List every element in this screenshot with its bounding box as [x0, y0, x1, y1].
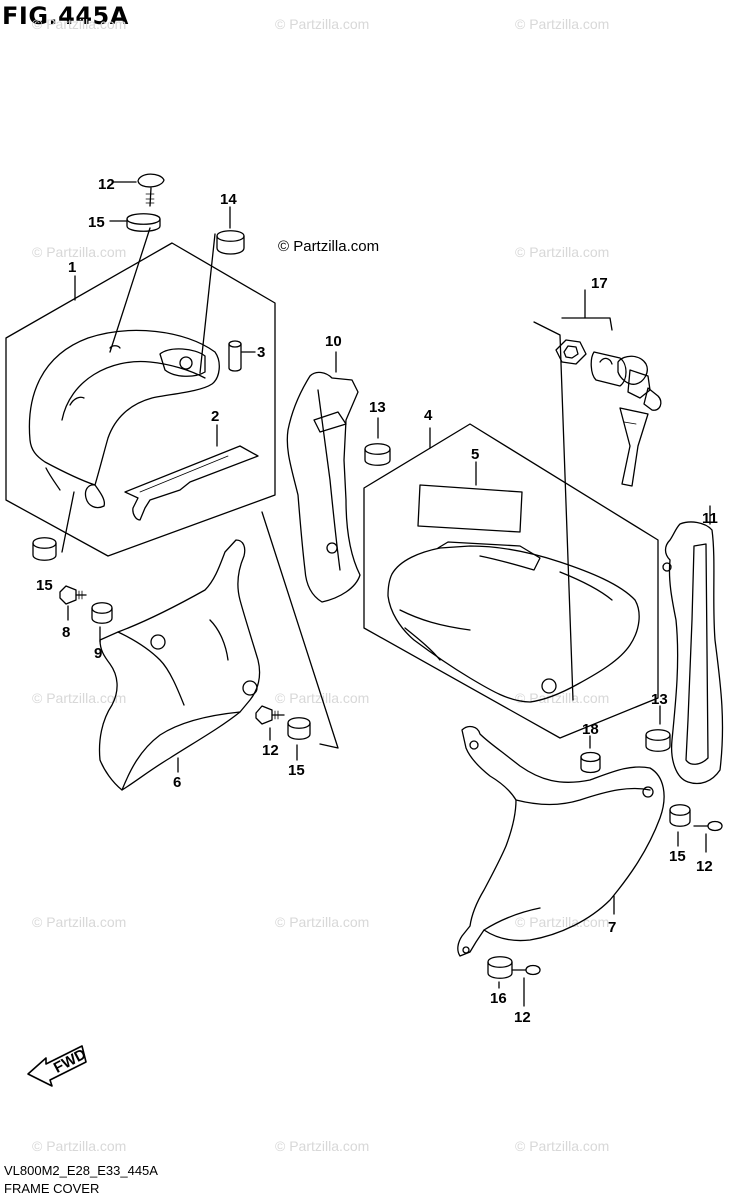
- fwd-label: FWD: [51, 1046, 89, 1077]
- callout-label: 12: [696, 858, 713, 875]
- callout-labels: 12 15 14 1 3 2 10 13 4 5 17 15 8 9 6 12 …: [36, 176, 718, 1026]
- watermark: © Partzilla.com: [275, 16, 370, 32]
- callout-label: 13: [369, 399, 386, 416]
- watermark: © Partzilla.com: [32, 690, 127, 706]
- fwd-arrow-icon: FWD: [27, 1045, 89, 1087]
- watermark: © Partzilla.com: [515, 914, 610, 930]
- partzilla-credit: © Partzilla.com: [278, 238, 380, 255]
- diagram-code: VL800M2_E28_E33_445A: [4, 1163, 158, 1178]
- watermark: © Partzilla.com: [32, 244, 127, 260]
- callout-label: 15: [288, 762, 305, 779]
- watermark: © Partzilla.com: [275, 914, 370, 930]
- callout-label: 12: [98, 176, 115, 193]
- callout-label: 17: [591, 275, 608, 292]
- callout-label: 13: [651, 691, 668, 708]
- callout-label: 11: [702, 510, 718, 527]
- callout-label: 4: [424, 407, 433, 424]
- callout-label: 18: [582, 721, 599, 738]
- callout-label: 2: [211, 408, 219, 425]
- watermark: © Partzilla.com: [32, 914, 127, 930]
- callout-label: 7: [608, 919, 616, 936]
- callout-label: 15: [88, 214, 105, 231]
- callout-label: 9: [94, 645, 102, 662]
- watermark: © Partzilla.com: [515, 690, 610, 706]
- callout-label: 14: [220, 191, 237, 208]
- callout-label: 10: [325, 333, 342, 350]
- callout-label: 1: [68, 259, 76, 276]
- callout-label: 12: [262, 742, 279, 759]
- callout-label: 6: [173, 774, 181, 791]
- watermark: © Partzilla.com: [515, 16, 610, 32]
- callout-label: 15: [669, 848, 686, 865]
- callout-label: 3: [257, 344, 265, 361]
- callout-label: 15: [36, 577, 53, 594]
- diagram-subtitle: FRAME COVER: [4, 1181, 100, 1196]
- watermark: © Partzilla.com: [515, 1138, 610, 1154]
- callout-label: 16: [490, 990, 507, 1007]
- watermark: © Partzilla.com: [275, 1138, 370, 1154]
- callout-label: 12: [514, 1009, 531, 1026]
- watermark: © Partzilla.com: [515, 244, 610, 260]
- callout-label: 8: [62, 624, 70, 641]
- figure-title: FIG.445A: [2, 2, 129, 30]
- watermark: © Partzilla.com: [32, 1138, 127, 1154]
- callout-label: 5: [471, 446, 479, 463]
- watermark: © Partzilla.com: [32, 16, 127, 32]
